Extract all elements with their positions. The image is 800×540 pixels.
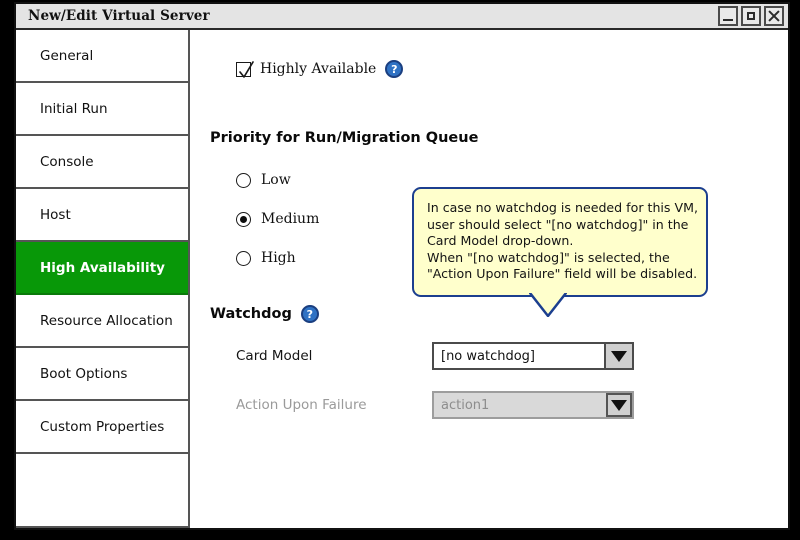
sidebar-empty-area	[16, 454, 188, 528]
sidebar-item-custom-properties[interactable]: Custom Properties	[16, 401, 188, 454]
window-controls	[718, 6, 784, 26]
watchdog-section-heading: Watchdog ?	[210, 305, 319, 323]
watchdog-heading-label: Watchdog	[210, 306, 292, 322]
sidebar-item-label: Boot Options	[40, 365, 128, 382]
sidebar-item-label: Initial Run	[40, 100, 108, 117]
highly-available-label: Highly Available	[260, 61, 377, 77]
sidebar-item-general[interactable]: General	[16, 30, 188, 83]
highly-available-row: Highly Available ?	[236, 60, 404, 78]
action-upon-failure-dropdown: action1	[432, 391, 634, 419]
sidebar-item-label: Resource Allocation	[40, 312, 173, 329]
callout-line: When "[no watchdog]" is selected, the	[427, 249, 670, 265]
sidebar-item-initial-run[interactable]: Initial Run	[16, 83, 188, 136]
title-bar: New/Edit Virtual Server	[16, 4, 788, 30]
help-icon-watchdog[interactable]: ?	[300, 305, 319, 323]
highly-available-checkbox[interactable]	[236, 60, 254, 78]
action-upon-failure-value: action1	[441, 397, 490, 413]
priority-option-label: Medium	[261, 211, 320, 227]
sidebar-item-console[interactable]: Console	[16, 136, 188, 189]
priority-option-label: High	[261, 250, 296, 266]
card-model-value: [no watchdog]	[441, 348, 536, 364]
sidebar-item-label: Host	[40, 206, 71, 223]
checkmark-icon	[239, 60, 254, 78]
maximize-button[interactable]	[741, 6, 761, 26]
priority-option-medium[interactable]: Medium	[236, 209, 319, 229]
sidebar-item-high-availability[interactable]: High Availability	[16, 242, 188, 295]
dialog-body: General Initial Run Console Host High Av…	[16, 30, 788, 528]
maximize-icon	[747, 12, 755, 20]
sidebar-item-host[interactable]: Host	[16, 189, 188, 242]
action-upon-failure-label: Action Upon Failure	[236, 397, 367, 413]
card-model-row: Card Model [no watchdog]	[236, 342, 634, 370]
radio-icon-low	[236, 172, 251, 188]
priority-option-high[interactable]: High	[236, 248, 319, 268]
callout-line: "Action Upon Failure" field will be disa…	[427, 266, 698, 281]
sidebar-item-label: General	[40, 47, 94, 64]
priority-option-label: Low	[261, 172, 291, 188]
callout-line: Card Model drop-down.	[427, 233, 574, 248]
sidebar-nav: General Initial Run Console Host High Av…	[16, 30, 190, 528]
radio-icon-medium	[236, 211, 251, 227]
help-icon-highly-available[interactable]: ?	[385, 60, 404, 78]
radio-icon-high	[236, 250, 251, 266]
settings-panel: Highly Available ? Priority for Run/Migr…	[190, 30, 788, 528]
minimize-icon	[723, 19, 733, 21]
sidebar-item-resource-allocation[interactable]: Resource Allocation	[16, 295, 188, 348]
callout-line: In case no watchdog is needed for this V…	[427, 200, 698, 215]
callout-pointer-icon	[529, 292, 567, 317]
priority-section-heading: Priority for Run/Migration Queue	[210, 130, 479, 146]
close-button[interactable]	[764, 6, 784, 26]
tooltip-callout: In case no watchdog is needed for this V…	[412, 187, 708, 317]
window-title: New/Edit Virtual Server	[28, 8, 210, 24]
sidebar-item-label: Custom Properties	[40, 418, 165, 435]
sidebar-item-boot-options[interactable]: Boot Options	[16, 348, 188, 401]
action-upon-failure-row: Action Upon Failure action1	[236, 391, 634, 419]
dialog-window: New/Edit Virtual Server General	[14, 2, 790, 530]
chevron-down-icon	[604, 344, 632, 368]
sidebar-item-label: Console	[40, 153, 94, 170]
priority-radio-group: Low Medium High	[236, 170, 319, 287]
chevron-down-icon-disabled	[606, 393, 632, 417]
minimize-button[interactable]	[718, 6, 738, 26]
card-model-dropdown[interactable]: [no watchdog]	[432, 342, 634, 370]
card-model-label: Card Model	[236, 348, 313, 364]
callout-line: user should select "[no watchdog]" in th…	[427, 216, 689, 232]
sidebar-item-label: High Availability	[40, 259, 165, 276]
priority-option-low[interactable]: Low	[236, 170, 319, 190]
